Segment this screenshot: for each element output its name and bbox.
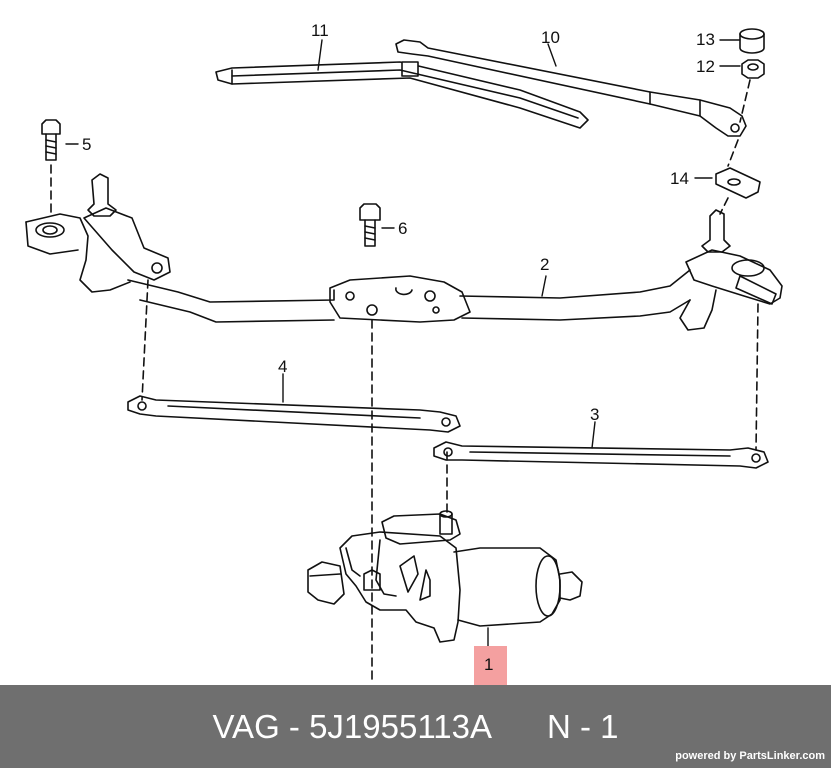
- part-11-wiper-blade: [215, 61, 589, 129]
- part-3-linkage-rod: [433, 441, 769, 469]
- part-10-wiper-arm: [395, 39, 747, 137]
- footer-bar: VAG - 5J1955113A N - 1 powered by PartsL…: [0, 685, 831, 768]
- part-4-linkage-rod: [127, 395, 461, 433]
- part-5-bolt: [41, 119, 61, 161]
- part-caption: VAG - 5J1955113A N - 1: [0, 685, 831, 768]
- part-12-nut: [741, 59, 765, 79]
- callout-14: 14: [670, 169, 689, 188]
- callout-3: 3: [590, 405, 600, 424]
- callout-13: 13: [696, 30, 715, 49]
- callout-10: 10: [541, 28, 560, 47]
- part-6-bolt: [359, 203, 381, 247]
- part-1-wiper-motor: [307, 510, 583, 643]
- callout-6: 6: [398, 219, 408, 238]
- part-14-bracket: [715, 167, 761, 199]
- callout-2: 2: [540, 255, 550, 274]
- diagram-drawing: [25, 28, 783, 681]
- part-13-cap: [739, 28, 765, 54]
- callout-12: 12: [696, 57, 715, 76]
- callout-1: 1: [484, 655, 494, 674]
- callout-4: 4: [278, 357, 288, 376]
- part-number: 5J1955113A: [309, 707, 492, 745]
- part-2-wiper-frame: [25, 173, 783, 331]
- brand-name: VAG: [212, 707, 280, 745]
- powered-by-credit: powered by PartsLinker.com: [675, 750, 825, 762]
- caption-separator: -: [279, 707, 310, 745]
- callout-5: 5: [82, 135, 92, 154]
- caption-gap: [492, 708, 547, 746]
- position-label: N - 1: [546, 707, 619, 745]
- leader-lines: [65, 39, 741, 649]
- exploded-parts-diagram: 11 10 13 12 5 14 6 2 4 3 1: [25, 21, 783, 685]
- highlighted-part-marker: [474, 646, 507, 685]
- callout-11: 11: [311, 21, 329, 40]
